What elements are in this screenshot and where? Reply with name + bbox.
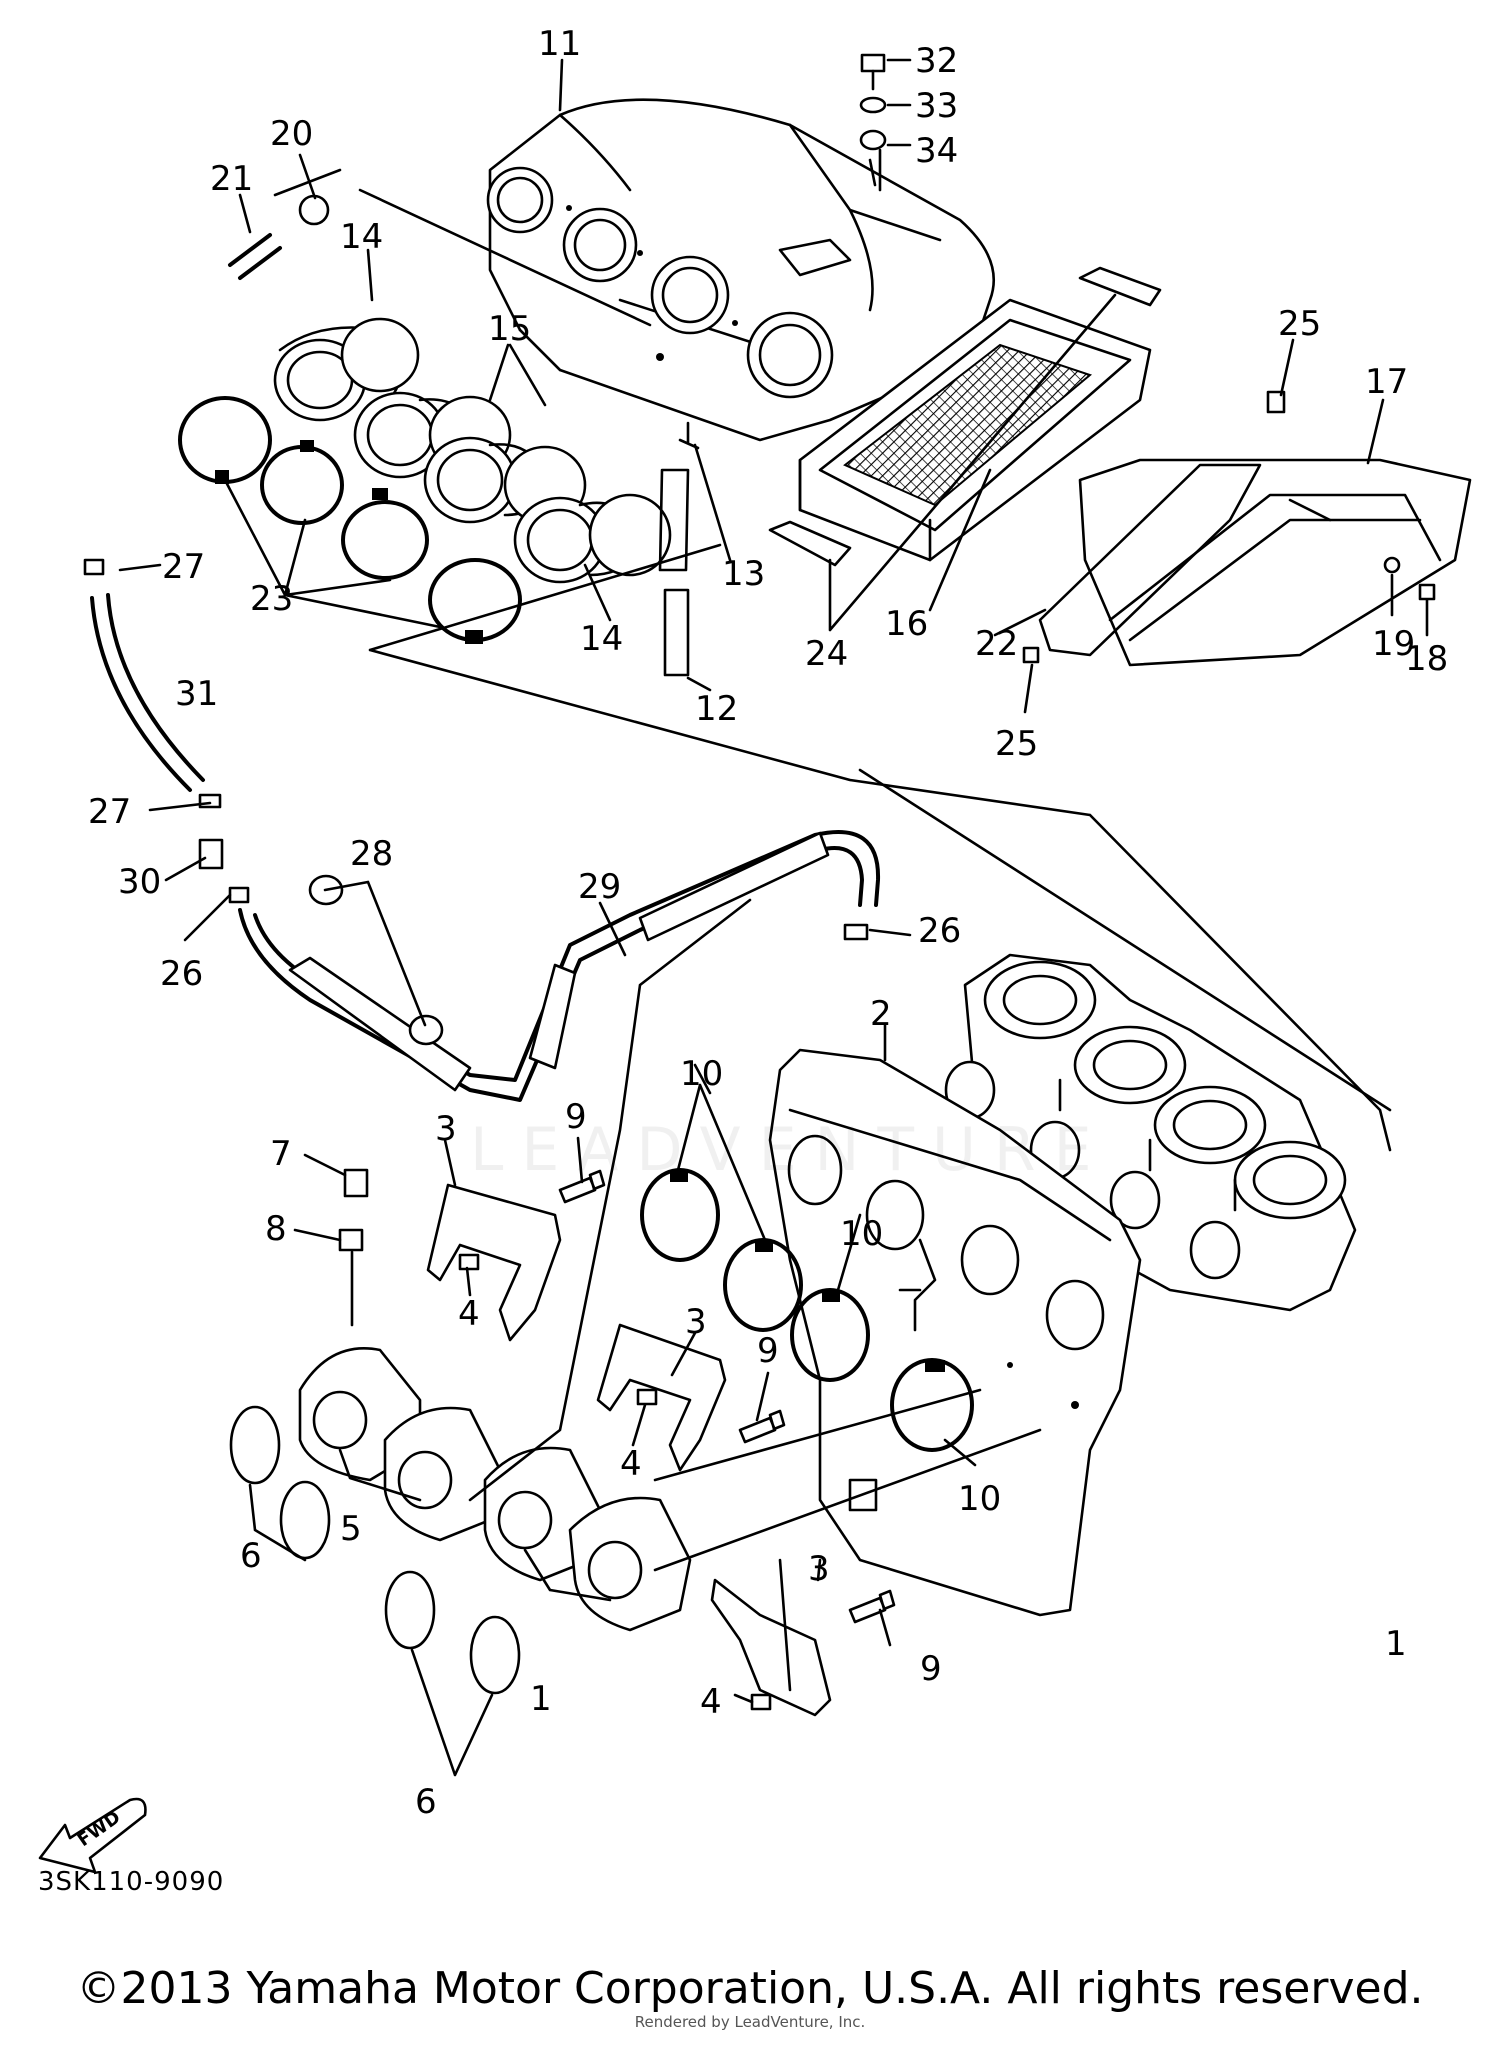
copyright-notice: ©2013 Yamaha Motor Corporation, U.S.A. A…: [76, 1963, 1424, 2014]
screw: [458, 1253, 480, 1271]
one-way-valve: [198, 838, 224, 870]
callout-9: 9: [565, 1097, 587, 1137]
callout-20: 20: [270, 114, 313, 154]
air-filter-case: [486, 98, 995, 442]
hose-clamp: [228, 886, 250, 904]
leader-lines: [118, 58, 1429, 1777]
hose-clamp: [198, 793, 222, 809]
screw: [558, 1169, 606, 1204]
hose-clamp: [843, 923, 869, 941]
callout-25: 25: [1278, 304, 1321, 344]
reference-lines: [273, 168, 1392, 1692]
screw: [1418, 583, 1436, 601]
callout-32: 32: [915, 41, 958, 81]
callout-26: 26: [918, 911, 961, 951]
mounting-plate: [768, 1048, 1142, 1617]
hose-clamp: [83, 558, 105, 576]
callout-13: 13: [722, 554, 765, 594]
o-ring: [469, 1615, 521, 1695]
clip: [338, 1228, 364, 1252]
callout-27: 27: [88, 792, 131, 832]
rendered-by-note: Rendered by LeadVenture, Inc.: [634, 2013, 866, 2031]
callout-4: 4: [620, 1444, 642, 1484]
breather-hose: [228, 233, 282, 280]
forward-direction-arrow-icon: FWD: [38, 1797, 147, 1874]
callout-3: 3: [808, 1549, 830, 1589]
callout-9: 9: [920, 1649, 942, 1689]
callout-14: 14: [580, 619, 623, 659]
callout-23: 23: [250, 579, 293, 619]
callout-4: 4: [700, 1682, 722, 1722]
callout-3: 3: [685, 1302, 707, 1342]
hose-clip: [408, 1014, 444, 1046]
callout-labels: 1 1 2 3 3 3 4 4 4 5 6 6 7 8 9 9 9 10 10 …: [88, 24, 1448, 1822]
callout-19: 19: [1372, 624, 1415, 664]
bracket: [710, 1578, 832, 1717]
callout-17: 17: [1365, 362, 1408, 402]
drain-hose: [658, 468, 690, 677]
gasket: [1038, 463, 1262, 657]
o-ring: [229, 1405, 281, 1485]
callout-34: 34: [915, 131, 958, 171]
callout-11: 11: [538, 24, 581, 64]
callout-10: 10: [958, 1479, 1001, 1519]
callout-31: 31: [175, 674, 218, 714]
callout-8: 8: [265, 1209, 287, 1249]
callout-4: 4: [458, 1294, 480, 1334]
callout-25: 25: [995, 724, 1038, 764]
callout-33: 33: [915, 86, 958, 126]
screw: [750, 1693, 772, 1711]
air-box-cover: [1078, 458, 1472, 667]
callout-10: 10: [840, 1214, 883, 1254]
clip: [1078, 266, 1162, 307]
cap: [298, 194, 330, 226]
filter-element: [798, 298, 1152, 562]
callout-26: 26: [160, 954, 203, 994]
grommet: [1266, 390, 1286, 414]
screw: [738, 1409, 786, 1444]
callout-7: 7: [270, 1134, 292, 1174]
callout-10: 10: [680, 1054, 723, 1094]
bracket: [596, 1323, 727, 1472]
callout-2: 2: [870, 994, 892, 1034]
callout-14: 14: [340, 217, 383, 257]
callout-12: 12: [695, 689, 738, 729]
callout-1: 1: [1385, 1624, 1407, 1664]
callout-9: 9: [757, 1331, 779, 1371]
grommet: [1022, 646, 1040, 664]
o-ring: [384, 1570, 436, 1650]
bracket: [426, 1183, 562, 1342]
callout-6: 6: [415, 1782, 437, 1822]
joint-group: [178, 317, 672, 644]
callout-6: 6: [240, 1536, 262, 1576]
callout-15: 15: [488, 309, 531, 349]
carb-joints: [298, 1347, 692, 1632]
callout-18: 18: [1405, 639, 1448, 679]
screw: [848, 1589, 896, 1624]
screw: [636, 1388, 658, 1406]
callout-5: 5: [340, 1509, 362, 1549]
callout-21: 21: [210, 159, 253, 199]
diagram-code: 3SK110-9090: [38, 1867, 225, 1897]
o-ring: [279, 1480, 331, 1560]
callout-1: 1: [530, 1679, 552, 1719]
clip: [768, 520, 852, 567]
bolt-stack: [859, 53, 887, 151]
callout-28: 28: [350, 834, 393, 874]
callout-30: 30: [118, 862, 161, 902]
watermark: LEADVENTURE: [470, 1115, 1110, 1185]
callout-16: 16: [885, 604, 928, 644]
breather-tube: [238, 830, 881, 1102]
washer: [1383, 556, 1401, 574]
callout-29: 29: [578, 867, 621, 907]
cap: [343, 1168, 369, 1198]
carb-clamps: [640, 1168, 974, 1452]
callout-27: 27: [162, 547, 205, 587]
vacuum-hose: [90, 593, 205, 792]
callout-24: 24: [805, 634, 848, 674]
callout-3: 3: [435, 1109, 457, 1149]
callout-22: 22: [975, 624, 1018, 664]
